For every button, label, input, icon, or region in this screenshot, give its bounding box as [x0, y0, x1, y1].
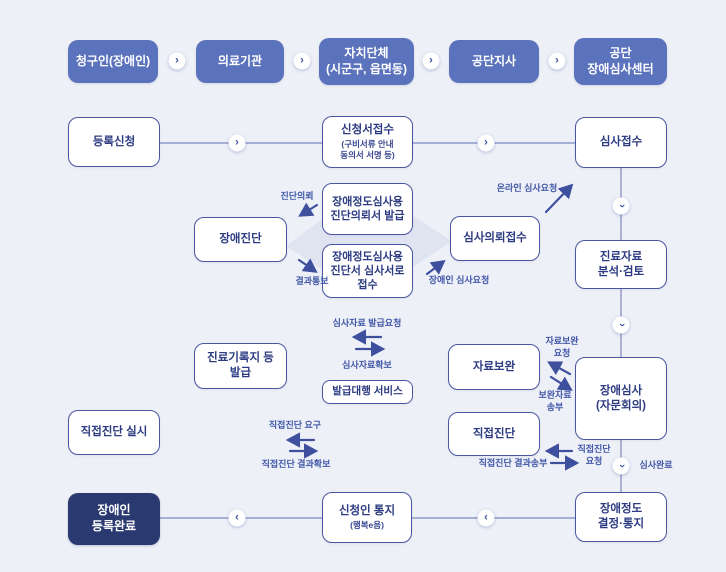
box-review-center: 공단 장애심사센터 — [574, 38, 667, 85]
chevron-left-icon: ‹ — [477, 509, 495, 527]
chevron-right-icon: › — [228, 134, 246, 152]
box-disability-diagnosis: 장애진단 — [194, 217, 287, 262]
label-diagnosis-request: 진단의뢰 — [280, 191, 314, 201]
chevron-right-icon: › — [168, 52, 186, 70]
label-direct-diagnosis-demand: 직접진단 요구 — [268, 420, 322, 430]
arrow-disabled-review-request — [425, 260, 446, 276]
box-direct-diagnosis-conduct: 직접진단 실시 — [68, 410, 160, 455]
chevron-right-icon: › — [422, 52, 440, 70]
chevron-right-icon: › — [548, 52, 566, 70]
arrow-supplement-request — [547, 361, 572, 376]
box-title: 신청인 통지 — [338, 505, 396, 518]
box-local-government: 자치단체 (시군구, 읍면동) — [319, 38, 414, 85]
arrow-diagnosis-request — [298, 202, 319, 217]
box-medical-institution: 의료기관 — [196, 40, 284, 83]
box-claimant: 청구인(장애인) — [68, 40, 158, 83]
box-direct-diagnosis: 직접진단 — [448, 412, 540, 456]
label-result-notification: 결과통보 — [295, 276, 329, 286]
label-disabled-review-request: 장애인 심사요청 — [428, 275, 490, 285]
box-medical-records-issue: 진료기록지 등 발급 — [194, 343, 287, 389]
label-supplement-send: 보완자료 송부 — [538, 390, 572, 412]
box-title: 신청서접수 — [341, 124, 394, 137]
box-disability-review: 장애심사 (자문회의) — [575, 357, 667, 440]
arrow-supplement-send — [549, 375, 573, 391]
label-direct-diagnosis-result-send: 직접진단 결과송부 — [478, 458, 548, 468]
box-registration-complete: 장애인 등록완료 — [68, 493, 160, 545]
box-review-receipt: 심사접수 — [575, 117, 667, 168]
chevron-down-icon: › — [612, 197, 630, 215]
label-direct-diagnosis-request: 직접진단 요청 — [577, 444, 611, 466]
label-review-complete: 심사완료 — [639, 460, 673, 470]
box-issuance-agency-service: 발급대행 서비스 — [322, 380, 413, 404]
box-application-receipt: 신청서접수 (구비서류 안내 동의서 서명 등) — [322, 116, 413, 168]
box-data-supplement: 자료보완 — [448, 344, 540, 390]
box-referral-issue: 장애정도심사용 진단의뢰서 발급 — [322, 183, 413, 235]
chevron-down-icon: › — [612, 457, 630, 475]
box-review-request-receipt: 심사의뢰접수 — [450, 216, 540, 261]
box-data-analysis: 진료자료 분석·검토 — [575, 240, 667, 289]
label-supplement-request: 자료보완 요청 — [545, 336, 579, 358]
chevron-down-icon: › — [612, 316, 630, 334]
arrow-online-review-request — [544, 183, 574, 214]
chevron-right-icon: › — [293, 52, 311, 70]
box-subtitle: (구비서류 안내 동의서 서명 등) — [340, 139, 395, 160]
box-applicant-notice: 신청인 통지 (행복e음) — [322, 492, 412, 543]
box-decision-notice: 장애정도 결정·통지 — [575, 492, 667, 542]
box-corporation-branch: 공단지사 — [449, 40, 539, 83]
label-review-data-issue-request: 심사자료 발급요청 — [332, 318, 402, 328]
chevron-left-icon: ‹ — [228, 509, 246, 527]
box-registration-apply: 등록신청 — [68, 117, 160, 167]
chevron-right-icon: › — [477, 134, 495, 152]
label-direct-diagnosis-result-secured: 직접진단 결과확보 — [261, 459, 331, 469]
label-review-data-secured: 심사자료확보 — [342, 360, 392, 370]
label-online-review-request: 온라인 심사요청 — [496, 183, 558, 193]
arrow-result-notification — [297, 258, 318, 273]
box-subtitle: (행복e음) — [350, 520, 384, 531]
box-report-submit: 장애정도심사용 진단서 심사서로 접수 — [322, 244, 413, 298]
